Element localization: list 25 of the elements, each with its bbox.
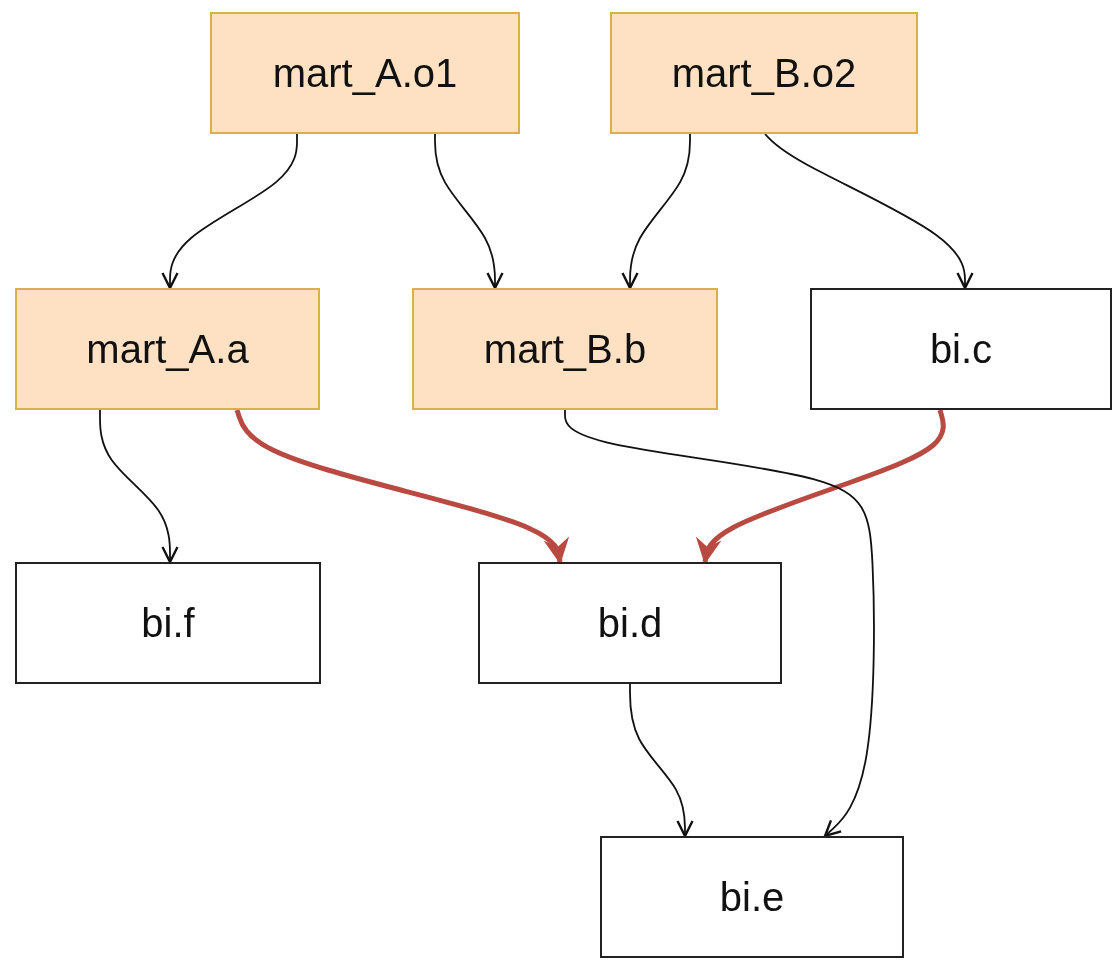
arrow — [629, 683, 694, 838]
node-label: mart_A.a — [86, 326, 249, 372]
node-label: mart_B.b — [483, 326, 647, 372]
node-label: bi.f — [141, 600, 195, 646]
arrow — [564, 409, 875, 838]
process-box — [15, 562, 321, 684]
arrow — [434, 133, 504, 290]
process-box — [15, 288, 320, 410]
arrow — [764, 133, 974, 290]
node-label: bi.d — [597, 600, 663, 646]
node-label: bi.c — [929, 326, 993, 372]
process-box — [210, 12, 520, 134]
arrow — [621, 133, 691, 290]
node-label: mart_B.o2 — [671, 50, 857, 96]
process-box — [412, 288, 718, 410]
node-label: mart_A.o1 — [272, 50, 458, 96]
process-box — [610, 12, 918, 134]
node-label: bi.e — [719, 874, 785, 920]
arrow — [234, 409, 570, 565]
process-box — [478, 562, 782, 684]
arrow — [161, 133, 298, 290]
arrow — [99, 409, 179, 564]
process-box — [600, 836, 904, 958]
arrow — [695, 409, 946, 565]
process-box — [810, 288, 1112, 410]
